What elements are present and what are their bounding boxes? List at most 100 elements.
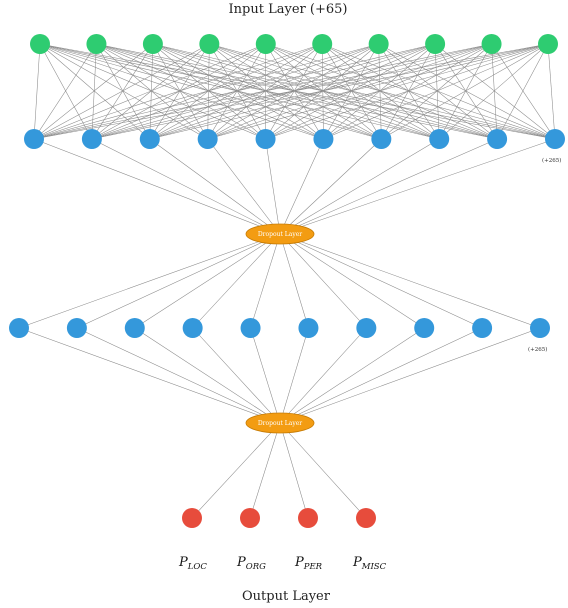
edge-input-2-hidden1-5 [96, 43, 266, 140]
edge-input-4-hidden1-3 [149, 43, 210, 140]
edge-dropout1-hidden2-6 [279, 233, 309, 329]
edge-input-3-hidden1-2 [91, 43, 154, 140]
output-label-per: PPER [294, 555, 323, 572]
edge-input-10-hidden1-10 [547, 43, 556, 140]
edge-input-10-hidden1-9 [496, 43, 549, 140]
edge-input-8-hidden1-8 [434, 43, 440, 140]
edge-input-10-hidden1-5 [265, 43, 549, 140]
edge-input-3-hidden1-5 [152, 43, 266, 140]
edge-input-7-hidden1-10 [378, 43, 556, 140]
edge-input-5-hidden1-4 [207, 43, 267, 140]
edge-hidden2-10-dropout2 [279, 327, 541, 424]
output-label-loc: PLOC [178, 555, 207, 572]
edge-dropout1-hidden2-2 [76, 233, 281, 329]
edge-input-7-hidden1-9 [378, 43, 498, 140]
edge-input-10-hidden1-3 [149, 43, 549, 140]
output-label-main: P [236, 555, 246, 570]
edge-input-2-hidden1-7 [96, 43, 382, 140]
output-label-main: P [178, 555, 188, 570]
edge-input-2-hidden1-4 [96, 43, 208, 140]
edge-hidden2-2-dropout2 [76, 327, 281, 424]
edge-hidden2-6-dropout2 [279, 327, 309, 424]
hidden2-node-1 [9, 318, 29, 338]
input-node-5 [255, 34, 276, 54]
edge-hidden1-8-dropout1 [279, 138, 440, 235]
input-node-1 [30, 34, 50, 54]
input-node-3 [142, 34, 163, 54]
input-node-6 [312, 34, 333, 54]
hidden2-node-5 [240, 318, 261, 338]
edge-input-1-hidden1-6 [39, 43, 324, 140]
output-node-2 [240, 508, 260, 528]
edge-input-5-hidden1-7 [265, 43, 382, 140]
edge-input-9-hidden1-10 [491, 43, 556, 140]
edge-dropout2-output-3 [279, 422, 309, 519]
edge-input-3-hidden1-8 [152, 43, 440, 140]
output-node-4 [356, 508, 376, 528]
edge-input-5-hidden1-1 [33, 43, 266, 140]
edge-input-5-hidden1-6 [265, 43, 324, 140]
edge-input-4-hidden1-4 [207, 43, 210, 140]
output-label-subscript: MISC [361, 562, 387, 572]
input-node-10 [538, 34, 558, 54]
edge-input-1-hidden1-2 [39, 43, 93, 140]
hidden2-node-7 [356, 318, 377, 338]
edge-input-9-hidden1-1 [33, 43, 492, 140]
edge-hidden2-9-dropout2 [279, 327, 483, 424]
edge-input-5-hidden1-9 [265, 43, 498, 140]
edge-hidden1-3-dropout1 [149, 138, 281, 235]
dropout-layer-2-label: Dropout Layer [258, 420, 302, 427]
edge-input-4-hidden1-9 [209, 43, 498, 140]
input-node-2 [86, 34, 107, 54]
edge-input-5-hidden1-8 [265, 43, 440, 140]
edge-input-6-hidden1-1 [33, 43, 323, 140]
edge-input-1-hidden1-4 [39, 43, 208, 140]
edge-input-2-hidden1-1 [33, 43, 97, 140]
output-node-1 [182, 508, 202, 528]
hidden2-node-8 [414, 318, 435, 338]
edge-input-10-hidden1-7 [381, 43, 549, 140]
edge-dropout2-output-2 [249, 422, 281, 519]
output-node-3 [298, 508, 318, 528]
input-node-7 [368, 34, 389, 54]
input-node-4 [199, 34, 220, 54]
edge-input-4-hidden1-6 [209, 43, 324, 140]
edge-input-10-hidden1-6 [323, 43, 549, 140]
edge-input-10-hidden1-8 [439, 43, 549, 140]
output-label-subscript: ORG [246, 562, 266, 572]
edge-input-6-hidden1-6 [321, 43, 324, 140]
edge-hidden2-3-dropout2 [134, 327, 281, 424]
edge-input-5-hidden1-10 [265, 43, 556, 140]
edge-hidden1-6-dropout1 [279, 138, 324, 235]
hidden-layer-2-note: (+265) [528, 346, 547, 353]
hidden1-node-4 [197, 129, 218, 149]
edge-input-3-hidden1-7 [152, 43, 382, 140]
edge-input-7-hidden1-1 [33, 43, 379, 140]
edge-dropout1-hidden2-4 [192, 233, 281, 329]
edge-dropout2-output-1 [191, 422, 281, 519]
output-layer-title: Output Layer [242, 589, 331, 604]
edge-input-10-hidden1-4 [207, 43, 549, 140]
output-label-misc: PMISC [352, 555, 387, 572]
edge-input-2-hidden1-3 [96, 43, 151, 140]
edge-input-1-hidden1-1 [33, 43, 41, 140]
edge-hidden1-10-dropout1 [279, 138, 556, 235]
edge-dropout1-hidden2-8 [279, 233, 425, 329]
edge-input-3-hidden1-1 [33, 43, 154, 140]
edge-input-4-hidden1-8 [209, 43, 440, 140]
edge-input-3-hidden1-4 [152, 43, 208, 140]
hidden1-node-9 [487, 129, 508, 149]
output-label-org: PORG [236, 555, 266, 572]
edge-hidden1-1-dropout1 [33, 138, 281, 235]
edge-hidden2-1-dropout2 [18, 327, 281, 424]
edge-input-1-hidden1-7 [39, 43, 382, 140]
hidden2-node-6 [298, 318, 319, 338]
edge-input-9-hidden1-9 [491, 43, 498, 140]
edge-input-4-hidden1-7 [209, 43, 382, 140]
output-label-subscript: PER [303, 562, 323, 572]
edge-dropout1-hidden2-5 [250, 233, 281, 329]
hidden2-node-4 [182, 318, 203, 338]
hidden-layer-1-note: (+265) [542, 157, 561, 164]
edge-input-6-hidden1-9 [322, 43, 498, 140]
